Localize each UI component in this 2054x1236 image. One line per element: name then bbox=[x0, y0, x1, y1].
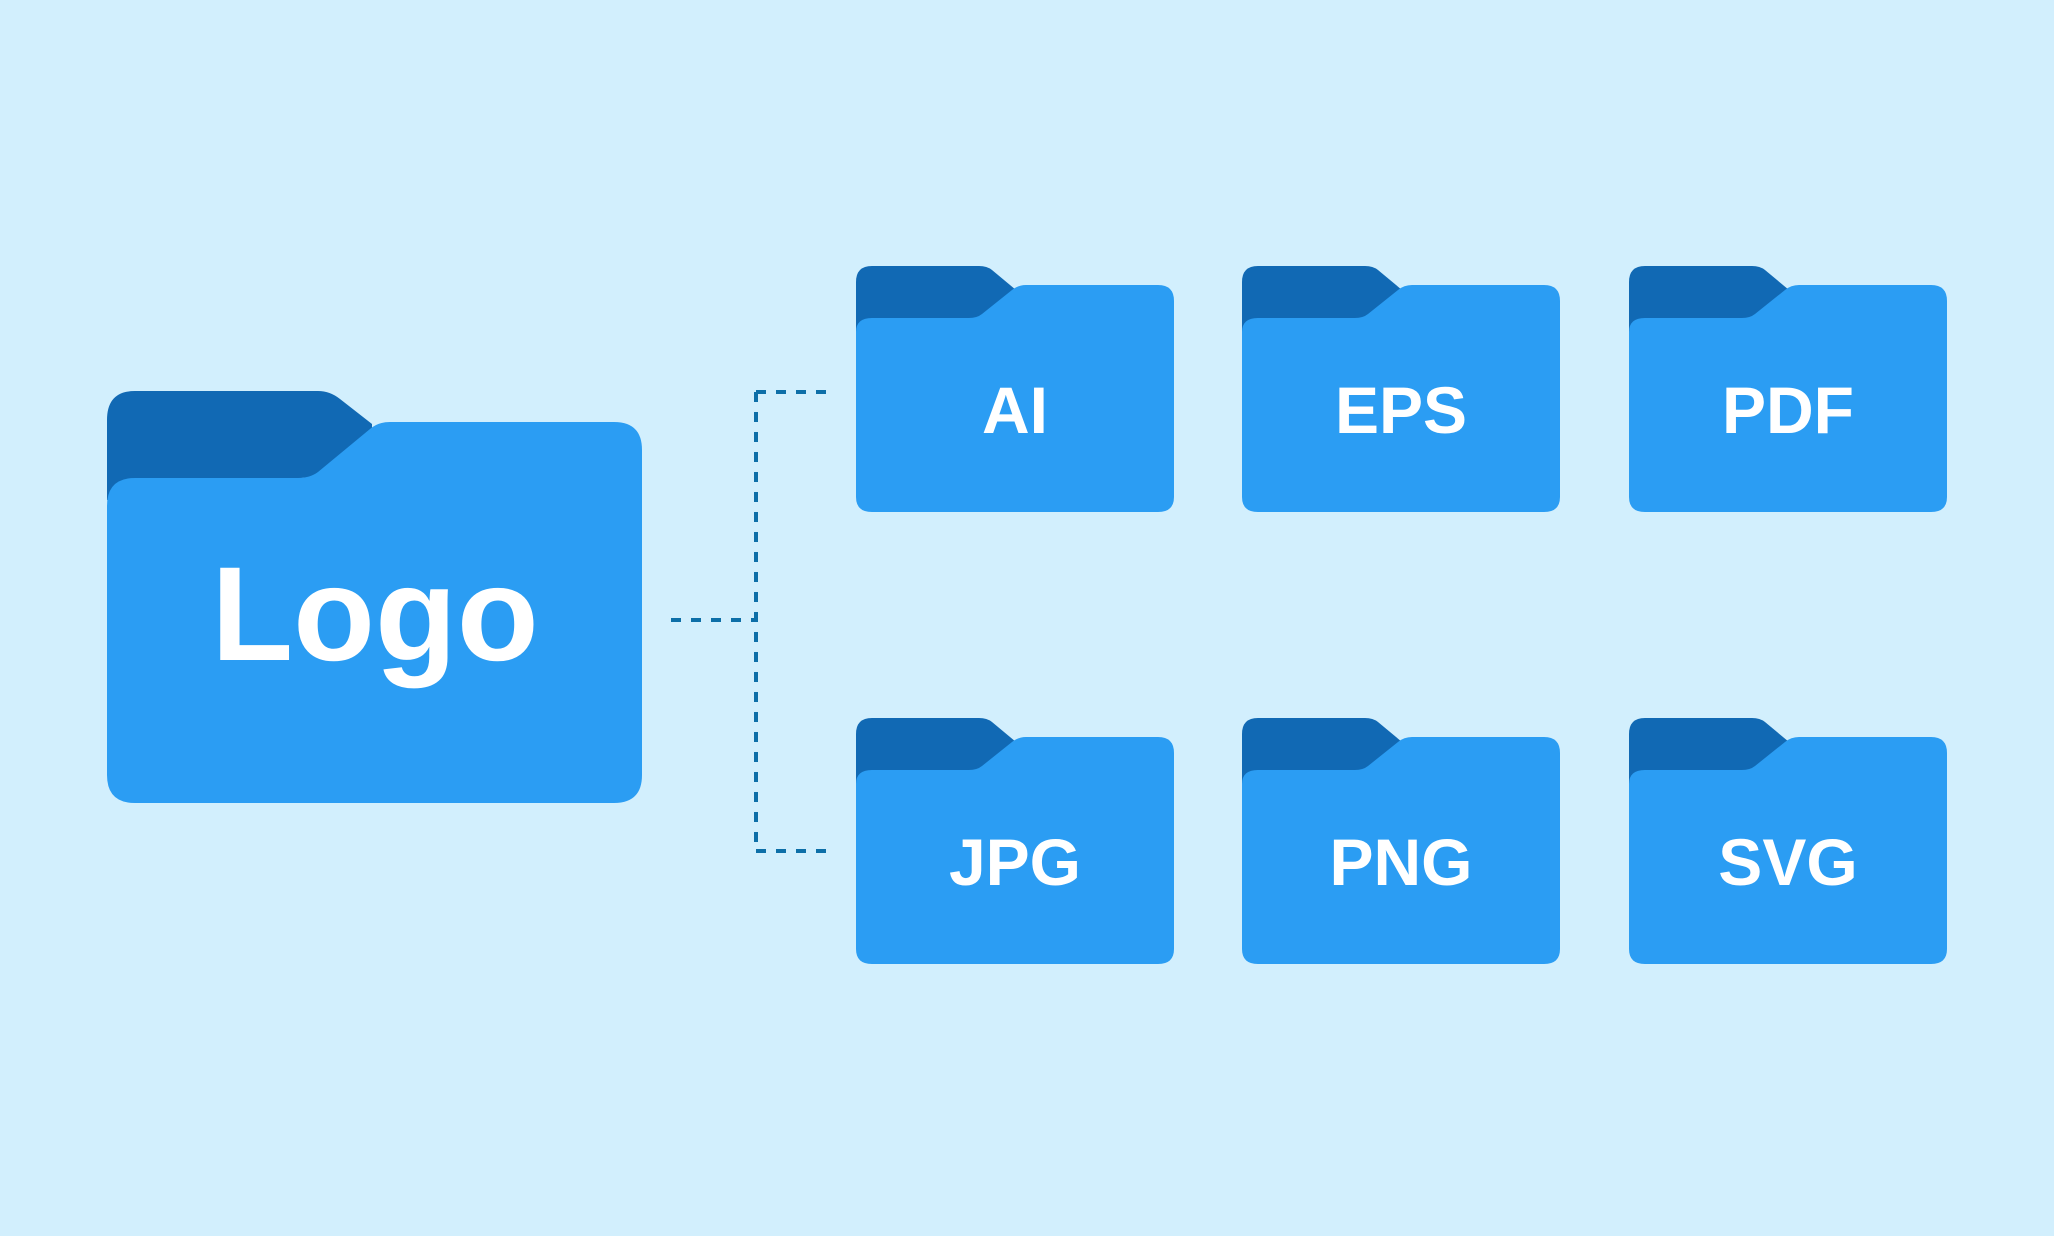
eps-folder-label: EPS bbox=[1334, 373, 1468, 447]
logo-folder-label: Logo bbox=[211, 540, 539, 689]
connector-lines bbox=[671, 390, 835, 853]
jpg-folder-label: JPG bbox=[948, 825, 1082, 899]
pdf-folder-label: PDF bbox=[1722, 373, 1854, 447]
logo-folder-back bbox=[107, 391, 372, 500]
ai-folder-label: AI bbox=[982, 373, 1048, 447]
logo-folder-front bbox=[107, 422, 642, 803]
logo-folder[interactable] bbox=[107, 391, 642, 803]
png-folder-label: PNG bbox=[1329, 825, 1473, 899]
svg-folder-label: SVG bbox=[1718, 825, 1858, 899]
